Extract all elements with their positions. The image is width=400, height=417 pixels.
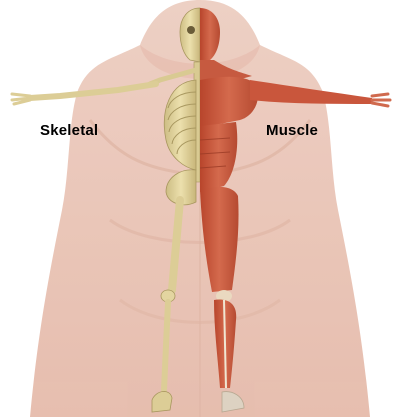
skeletal-label: Skeletal (40, 122, 99, 139)
muscle-label: Muscle (266, 122, 319, 139)
skeleton-half (10, 7, 201, 413)
muscle-half (199, 8, 392, 413)
